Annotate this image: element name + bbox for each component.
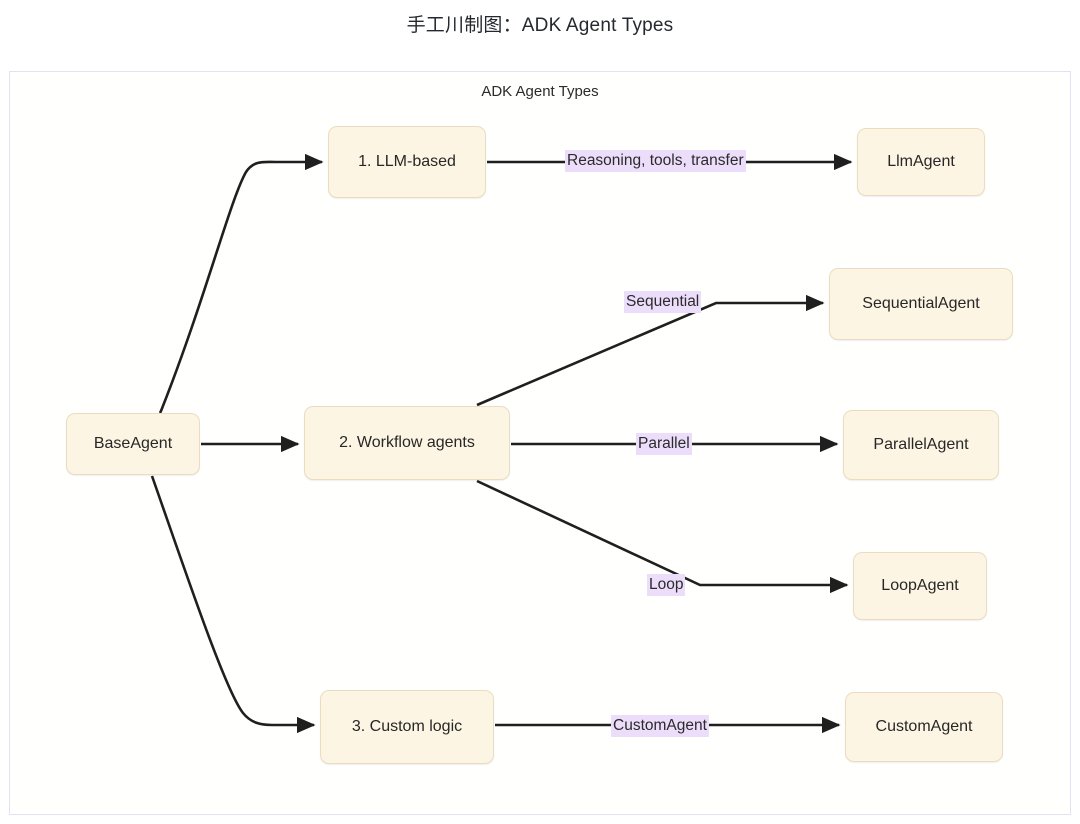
node-base-agent[interactable]: BaseAgent xyxy=(66,413,200,475)
node-parallel-agent[interactable]: ParallelAgent xyxy=(843,410,999,480)
node-label: SequentialAgent xyxy=(862,295,980,312)
node-llm-based[interactable]: 1. LLM-based xyxy=(328,126,486,198)
node-label: 3. Custom logic xyxy=(351,718,463,735)
node-label: BaseAgent xyxy=(93,435,173,452)
node-label: CustomAgent xyxy=(875,718,973,735)
node-llm-agent[interactable]: LlmAgent xyxy=(857,128,985,196)
node-label: LlmAgent xyxy=(887,153,955,170)
node-custom-agent[interactable]: CustomAgent xyxy=(845,692,1003,762)
edge-label-reasoning-tools-transfer: Reasoning, tools, transfer xyxy=(565,150,746,172)
node-label: 1. LLM-based xyxy=(358,153,456,170)
node-label: ParallelAgent xyxy=(873,436,969,453)
page-title: 手工川制图：ADK Agent Types xyxy=(406,15,674,36)
node-custom-logic[interactable]: 3. Custom logic xyxy=(320,690,494,764)
node-workflow-agents[interactable]: 2. Workflow agents xyxy=(304,406,510,480)
node-label: LoopAgent xyxy=(881,577,959,594)
edge-label-parallel: Parallel xyxy=(636,433,692,455)
node-label: 2. Workflow agents xyxy=(339,434,475,451)
node-loop-agent[interactable]: LoopAgent xyxy=(853,552,987,620)
node-sequential-agent[interactable]: SequentialAgent xyxy=(829,268,1013,340)
edge-label-custom-agent: CustomAgent xyxy=(611,715,709,737)
edge-label-sequential: Sequential xyxy=(624,291,702,313)
edge-label-loop: Loop xyxy=(647,574,686,596)
diagram-title: ADK Agent Types xyxy=(481,83,599,100)
